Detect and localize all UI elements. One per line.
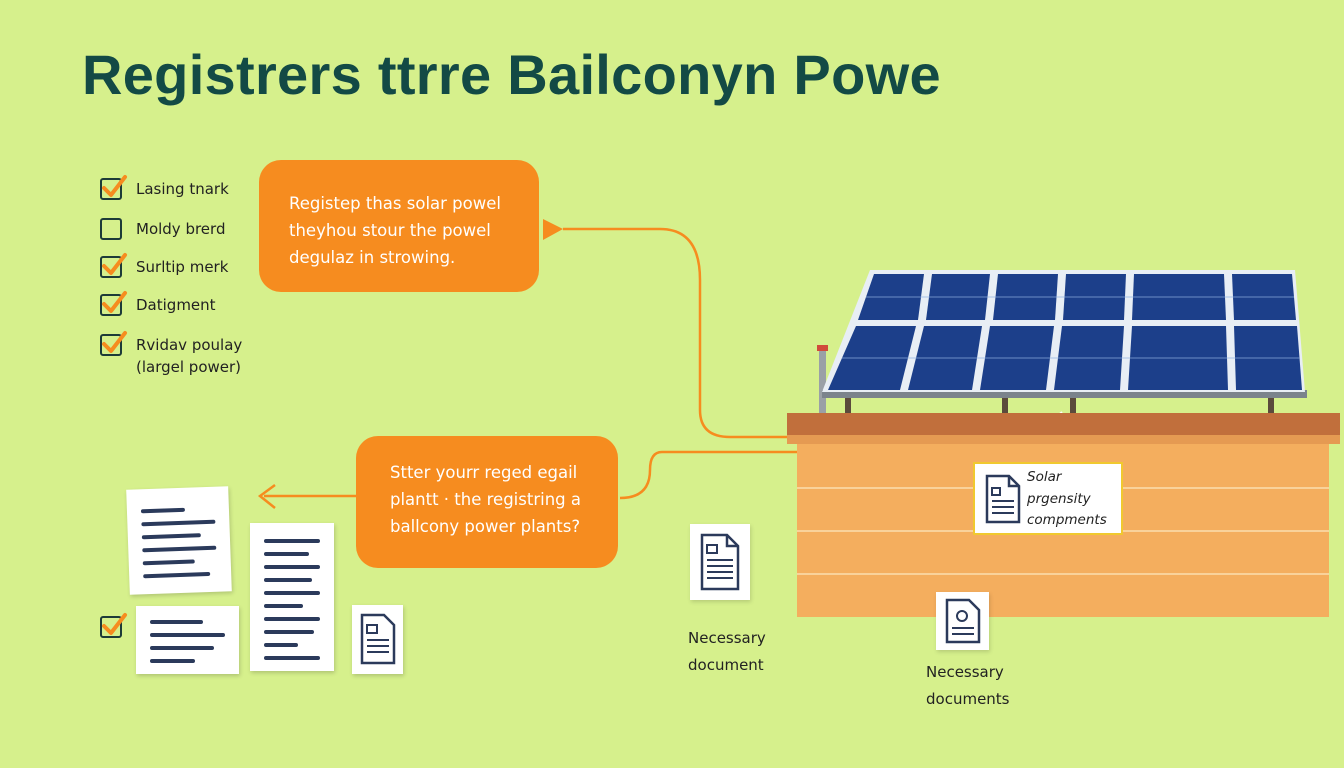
checklist-item-4[interactable]: Datigment: [100, 291, 216, 316]
deck-plank: [797, 573, 1329, 575]
arrow-icon: [543, 219, 563, 240]
instruction-bubble-question: Stter yourr reged egail plantt · the reg…: [356, 436, 618, 568]
panel-leg: [845, 396, 851, 414]
checkbox-checked[interactable]: [100, 331, 127, 356]
checklist-item-5[interactable]: Rvidav poulay(largel power): [100, 331, 243, 378]
caption-line: Necessary: [926, 663, 1004, 681]
document-lines: [150, 620, 225, 672]
panel-leg: [1268, 396, 1274, 414]
pole-cap: [817, 345, 828, 351]
document-lines: [264, 539, 320, 669]
checklist-item-2[interactable]: Moldy brerd: [100, 218, 225, 240]
document-icon: [352, 605, 403, 674]
bubble-line: Stter yourr reged egail: [390, 463, 578, 482]
checklist-item-3[interactable]: Surltip merk: [100, 253, 229, 278]
document-icon: [700, 533, 740, 591]
mounting-pole: [819, 348, 826, 414]
solar-components-label: Solar prgensity compments: [1027, 467, 1107, 532]
caption-line: documents: [926, 690, 1010, 708]
checklist-label: Lasing tnark: [136, 180, 229, 198]
checklist-label: Datigment: [136, 296, 216, 314]
bubble-line: plantt · the registring a: [390, 490, 581, 509]
document-icon: [945, 598, 981, 644]
document-lines: [140, 507, 218, 588]
caption-line: Necessary: [688, 629, 766, 647]
solar-panel-icon: [822, 270, 1305, 392]
info-line: compments: [1027, 512, 1107, 528]
checklist-label: Rvidav poulay(largel power): [136, 336, 243, 376]
checkbox-unchecked[interactable]: [100, 218, 122, 240]
checkmark-icon: [102, 291, 127, 313]
railing-shadow: [787, 435, 1340, 444]
instruction-bubble-register: Registep thas solar powel theyhou stour …: [259, 160, 539, 292]
checkmark-icon: [102, 331, 127, 353]
checkbox-checked[interactable]: [100, 291, 127, 316]
document-icon: [360, 613, 396, 665]
checkmark-icon: [102, 175, 127, 197]
panel-frame: [822, 390, 1307, 398]
necessary-document-caption: Necessary document: [688, 625, 766, 679]
bubble-line: degulaz in strowing.: [289, 248, 456, 267]
checkbox-checked[interactable]: [100, 253, 127, 278]
info-line: prgensity: [1027, 490, 1091, 507]
document-sheet: [126, 486, 232, 595]
checklist-label: Moldy brerd: [136, 220, 226, 238]
documents-checkbox[interactable]: [100, 613, 127, 638]
document-icon: [690, 524, 750, 600]
panel-leg: [1002, 396, 1008, 414]
document-icon: [985, 474, 1021, 524]
page-title: Registrers ttrre Bailconyn Powe: [82, 43, 941, 106]
document-icon: [936, 592, 989, 650]
arrow-icon: [257, 483, 276, 509]
balcony-railing: [787, 413, 1340, 437]
panel-leg: [1070, 396, 1076, 414]
caption-line: document: [688, 656, 764, 674]
checklist-item-1[interactable]: Lasing tnark: [100, 175, 229, 200]
necessary-documents-caption: Necessary documents: [926, 659, 1010, 713]
document-sheet: [136, 606, 239, 674]
checklist-label: Surltip merk: [136, 258, 229, 276]
checkmark-icon: [102, 253, 127, 275]
bubble-line: ballcony power plants?: [390, 517, 581, 536]
bubble-line: theyhou stour the powel: [289, 221, 491, 240]
solar-components-box: Solar prgensity compments: [973, 462, 1123, 535]
document-sheet: [250, 523, 334, 671]
bubble-line: Registep thas solar powel: [289, 194, 501, 213]
info-line: Solar: [1027, 469, 1062, 485]
checkmark-icon: [102, 613, 127, 635]
checkbox-checked[interactable]: [100, 613, 127, 638]
checkbox-checked[interactable]: [100, 175, 127, 200]
